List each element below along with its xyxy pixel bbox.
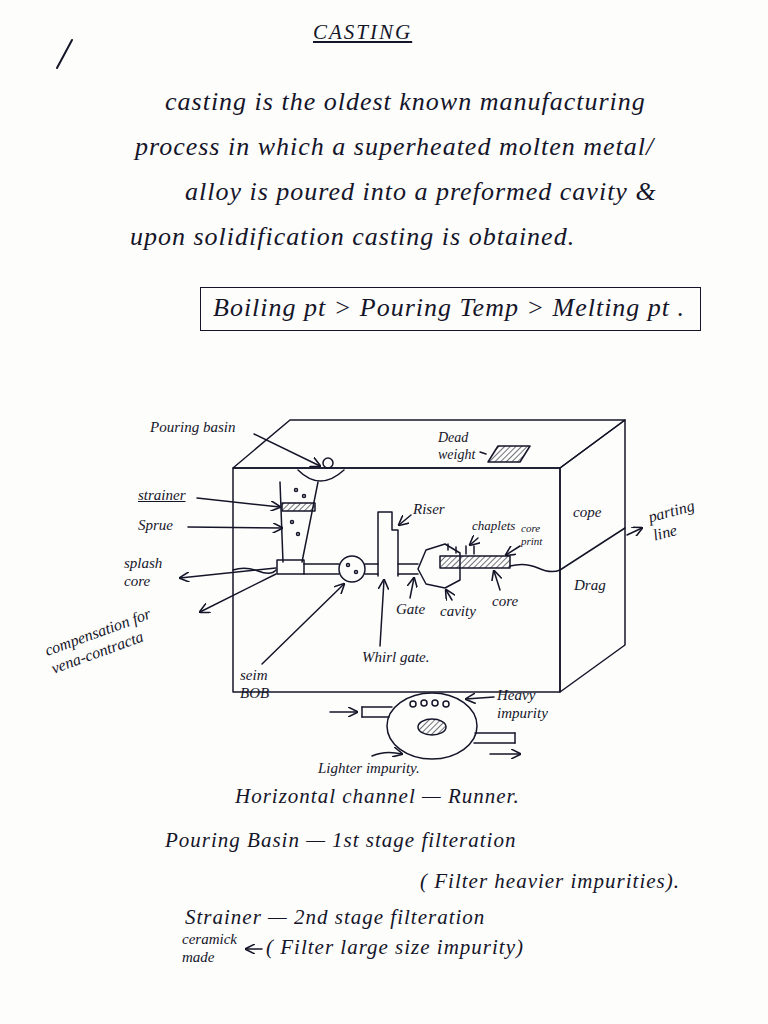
boxed-relation: Boiling pt > Pouring Temp > Melting pt . (200, 287, 701, 331)
leader-line (470, 538, 478, 545)
sprue (302, 482, 318, 562)
riser (378, 512, 398, 576)
flow-arrow (330, 711, 357, 713)
impurity (418, 719, 446, 735)
part-label: Heavy impurity (497, 686, 575, 722)
runner (365, 563, 378, 565)
leader-line (410, 578, 414, 598)
part-label: chaplets (472, 518, 515, 534)
part-label: Sprue (138, 516, 173, 534)
impurity (443, 701, 449, 707)
part-label: cope (573, 503, 601, 521)
runner (475, 732, 515, 734)
page-title: CASTING (313, 20, 412, 45)
part-label: Riser (413, 500, 445, 518)
leader-line (197, 498, 280, 507)
leader-line (399, 515, 411, 525)
note-text: ( Filter large size impurity) (266, 935, 524, 960)
leader-line (627, 528, 642, 535)
core (440, 556, 510, 568)
note-text: ceramick made (182, 930, 242, 966)
note-text: Pouring Basin — 1st stage filteration (165, 828, 516, 853)
dead-weight (488, 446, 530, 462)
box-text: Boiling pt > Pouring Temp > Melting pt . (213, 293, 685, 323)
runner (362, 706, 392, 708)
runner (474, 742, 515, 744)
metal-drop (297, 533, 300, 536)
runner (304, 563, 339, 565)
metal-drop (303, 495, 306, 498)
pouring-basin (298, 470, 344, 481)
leader-line (188, 527, 282, 528)
runner (362, 716, 389, 718)
mould-side (560, 420, 625, 692)
leader-line (466, 697, 494, 699)
body-text: casting is the oldest known manufacturin… (165, 86, 646, 117)
strainer (282, 503, 315, 511)
skim-bob (339, 556, 365, 582)
body-text: upon solidification casting is obtained. (130, 221, 575, 252)
impurity (432, 700, 438, 706)
metal-drop (295, 489, 298, 492)
note-text: ( Filter heavier impurities). (420, 869, 680, 894)
impurity (410, 701, 416, 707)
body-text: process in which a superheated molten me… (135, 131, 654, 162)
note-text: Strainer — 2nd stage filteration (185, 905, 485, 930)
part-label: Lighter impurity. (318, 759, 420, 777)
runner (514, 733, 516, 743)
note-text: Horizontal channel — Runner. (235, 784, 520, 809)
leader-line (180, 568, 276, 578)
part-label: Whirl gate. (362, 648, 430, 666)
part-label: splash core (124, 554, 176, 590)
leader-line (380, 580, 384, 646)
mould-front (233, 468, 560, 692)
part-label: core print (521, 522, 557, 548)
impurity (421, 700, 427, 706)
part-label: cavity (440, 602, 476, 620)
note-arrow (246, 948, 262, 950)
metal-drop (291, 521, 294, 524)
leader-line (200, 574, 276, 612)
gate (398, 563, 418, 565)
part-label: seim BOB (240, 666, 280, 702)
leader-line (254, 434, 320, 466)
part-label: strainer (138, 486, 186, 504)
leader-line (372, 752, 402, 756)
leader-line (262, 584, 344, 664)
part-label: core (492, 592, 518, 610)
leader-line (494, 571, 500, 590)
runner (304, 573, 339, 575)
skim-bob (387, 693, 477, 759)
part-label: Gate (396, 600, 425, 618)
metal-drop (323, 458, 333, 468)
metal-drop (347, 564, 350, 567)
part-label: compensation for vena-contracta (42, 591, 196, 678)
leader-line (506, 546, 520, 555)
part-label: Drag (574, 576, 606, 594)
runner (365, 573, 378, 575)
tick-mark (57, 40, 72, 68)
part-label: Dead weight (438, 430, 482, 464)
flow-arrow (490, 753, 520, 755)
metal-drop (355, 571, 358, 574)
mould-top (233, 420, 625, 468)
leader-line (446, 590, 452, 600)
splash-core (277, 560, 304, 574)
part-label: parting line (646, 489, 725, 545)
leader-line (480, 452, 486, 454)
sprue (280, 482, 283, 562)
runner (361, 707, 363, 717)
part-label: Pouring basin (150, 418, 235, 436)
body-text: alloy is poured into a preformed cavity … (185, 176, 657, 207)
parting-line (510, 528, 625, 572)
gate (398, 573, 418, 575)
